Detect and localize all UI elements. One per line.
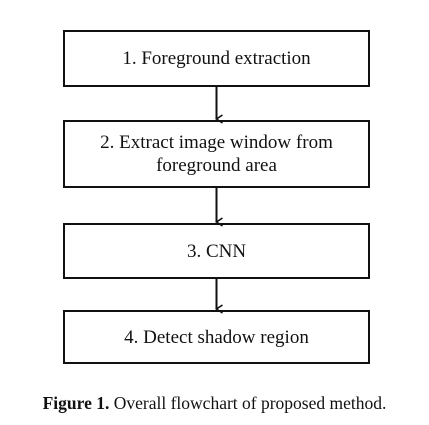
figure-caption-text: Overall flowchart of proposed method. (109, 393, 387, 413)
figure-caption: Figure 1. Overall flowchart of proposed … (8, 392, 421, 414)
step-label: 2. Extract image window from foreground … (100, 132, 333, 176)
step-label: 4. Detect shadow region (124, 326, 309, 348)
figure-caption-label: Figure 1. (42, 393, 110, 413)
step-box-detect-shadow-region: 4. Detect shadow region (63, 310, 370, 364)
step-label: 3. CNN (186, 240, 247, 262)
step-box-foreground-extraction: 1. Foreground extraction (63, 30, 370, 87)
step-box-cnn: 3. CNN (63, 223, 370, 279)
step-box-extract-image-window: 2. Extract image window from foreground … (63, 120, 370, 188)
step-label: 1. Foreground extraction (122, 48, 311, 69)
